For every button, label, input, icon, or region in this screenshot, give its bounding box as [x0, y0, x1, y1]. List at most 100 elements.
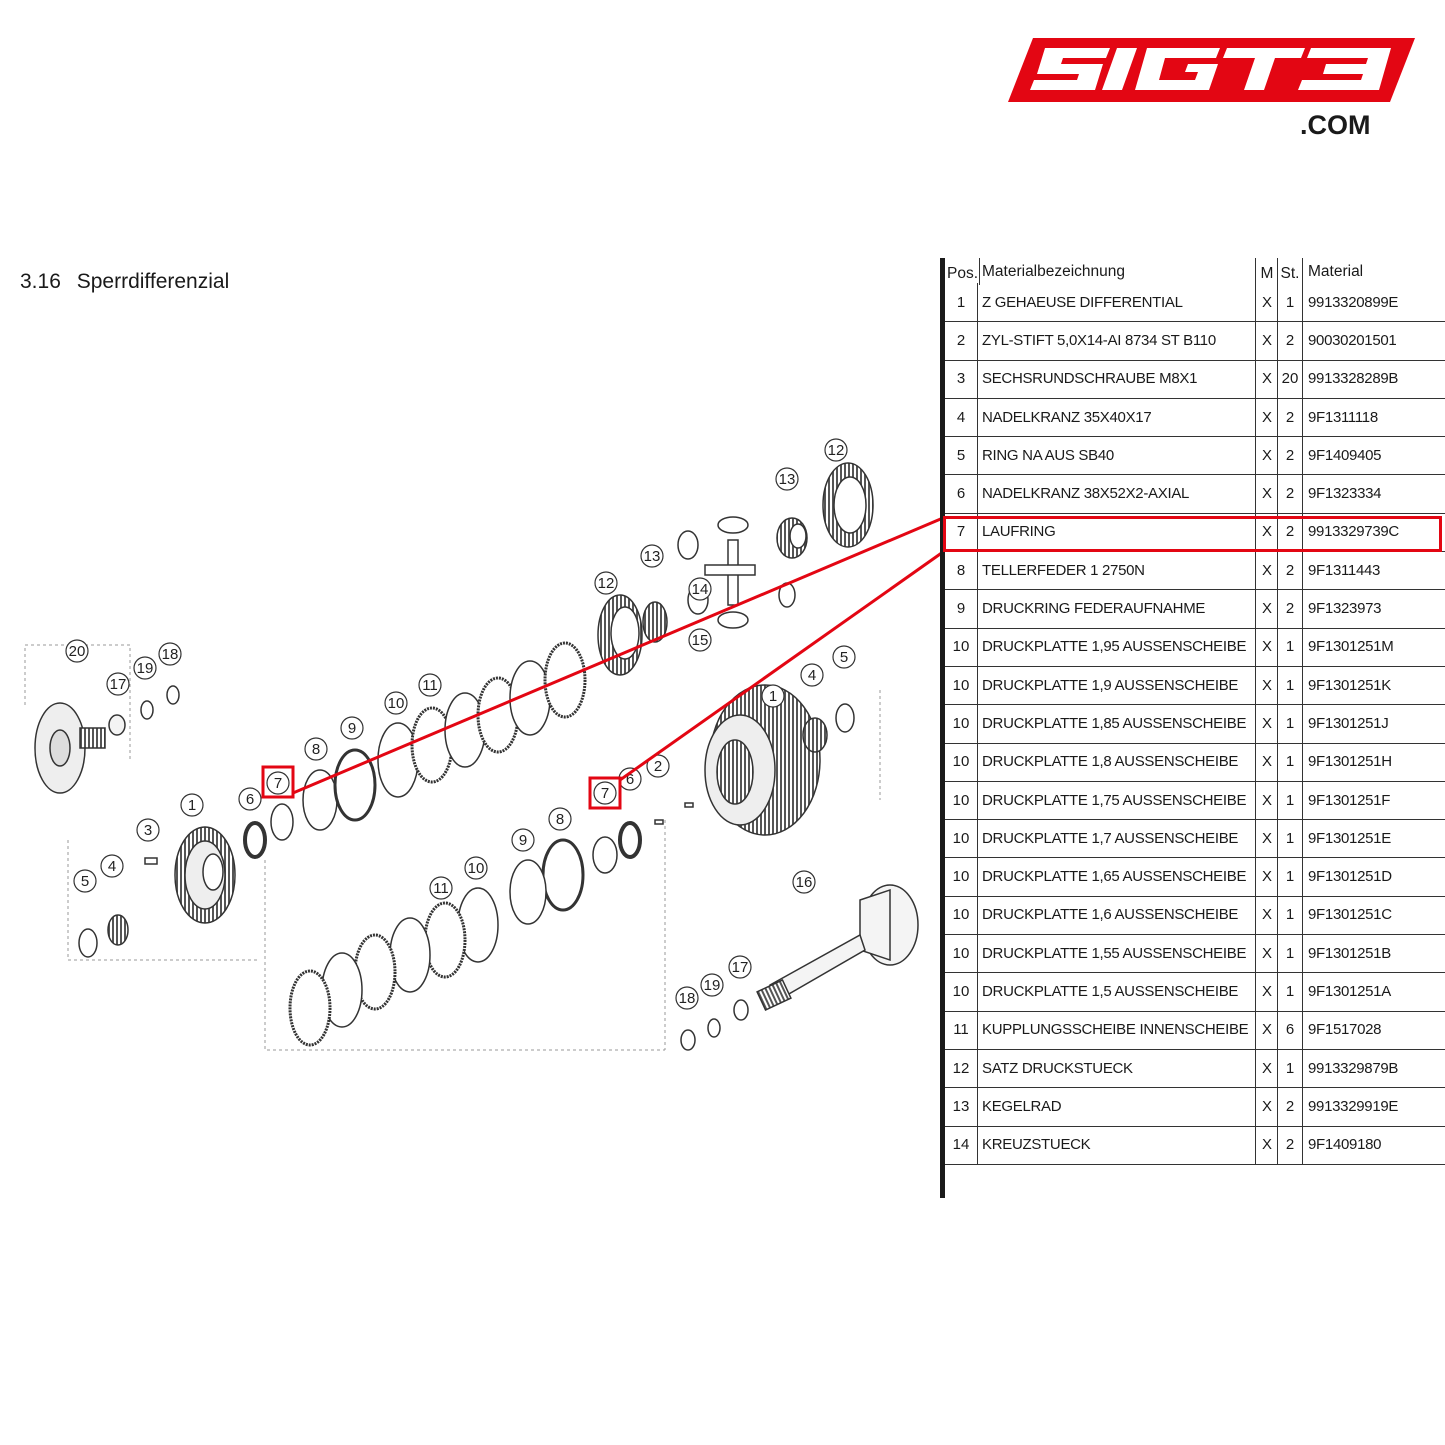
- cell-name: KREUZSTUECK: [978, 1125, 1256, 1164]
- svg-text:9: 9: [348, 720, 356, 737]
- svg-text:5: 5: [840, 649, 848, 666]
- cell-name: NADELKRANZ 35X40X17: [978, 397, 1256, 437]
- cell-m: X: [1257, 780, 1278, 820]
- cell-pos: 10: [945, 895, 978, 935]
- header-material: Material: [1308, 263, 1364, 280]
- header-m: M: [1257, 258, 1278, 285]
- callout-group: 20 17 19 18 1 3 4 5 6 7 8 9 10 11 12 13 …: [65, 438, 856, 1010]
- svg-text:7: 7: [274, 775, 282, 792]
- cell-name: KUPPLUNGSSCHEIBE INNENSCHEIBE: [978, 1010, 1256, 1049]
- svg-text:3: 3: [144, 822, 152, 839]
- cell-pos: 12: [945, 1049, 978, 1088]
- cell-st: 1: [1278, 1049, 1303, 1088]
- part-4-needle-cage: [107, 914, 129, 946]
- cell-st: 2: [1278, 321, 1303, 360]
- svg-text:17: 17: [110, 676, 127, 693]
- cell-material: 9F1517028: [1308, 1021, 1382, 1039]
- cell-st: 1: [1278, 742, 1303, 781]
- cell-material: 9913320899E: [1308, 293, 1399, 311]
- cell-material: 9F1301251A: [1308, 983, 1391, 1001]
- part-13-bevel-gear: [642, 601, 668, 643]
- part-5-ring: [78, 928, 98, 958]
- cell-name: NADELKRANZ 38X52X2-AXIAL: [978, 474, 1256, 513]
- cell-st: 6: [1278, 1010, 1303, 1049]
- header-pos: Pos.: [945, 258, 980, 285]
- cell-name: TELLERFEDER 1 2750N: [978, 551, 1256, 590]
- cell-pos: 9: [945, 589, 978, 628]
- svg-text:5: 5: [81, 873, 89, 890]
- cell-material: 9F1301251J: [1308, 714, 1389, 732]
- svg-text:17: 17: [732, 959, 749, 976]
- cell-m: X: [1257, 436, 1278, 475]
- svg-text:20: 20: [69, 643, 86, 660]
- cell-name: DRUCKPLATTE 1,75 AUSSENSCHEIBE: [978, 780, 1256, 820]
- cell-pos: 8: [945, 551, 978, 590]
- cell-m: X: [1257, 1087, 1278, 1126]
- cell-pos: 2: [945, 321, 978, 360]
- cell-m: X: [1257, 742, 1278, 781]
- cell-name: DRUCKPLATTE 1,7 AUSSENSCHEIBE: [978, 819, 1256, 858]
- cell-pos: 6: [945, 474, 978, 513]
- svg-text:13: 13: [644, 548, 661, 565]
- svg-text:9: 9: [519, 832, 527, 849]
- cell-m: X: [1257, 1125, 1278, 1164]
- cell-material: 9F1301251C: [1308, 906, 1392, 924]
- cell-material: 9F1409180: [1308, 1136, 1382, 1154]
- cell-pos: 5: [945, 436, 978, 475]
- cell-st: 20: [1278, 359, 1303, 398]
- cell-name: DRUCKPLATTE 1,5 AUSSENSCHEIBE: [978, 972, 1256, 1011]
- cell-name: KEGELRAD: [978, 1087, 1256, 1126]
- cell-material: 9F1323973: [1308, 600, 1382, 618]
- svg-text:4: 4: [108, 858, 116, 875]
- svg-text:15: 15: [692, 632, 709, 649]
- cell-name: Z GEHAEUSE DIFFERENTIAL: [978, 283, 1256, 322]
- cell-m: X: [1257, 819, 1278, 858]
- cell-m: X: [1257, 934, 1278, 973]
- cell-pos: 13: [945, 1087, 978, 1126]
- cell-pos: 10: [945, 934, 978, 973]
- svg-text:16: 16: [796, 874, 813, 891]
- svg-text:18: 18: [162, 646, 179, 663]
- cell-m: X: [1257, 551, 1278, 590]
- brand-logo: [1008, 38, 1415, 102]
- part-1-housing-cover-left: [174, 826, 236, 924]
- cell-st: 1: [1278, 972, 1303, 1011]
- cell-name: DRUCKPLATTE 1,95 AUSSENSCHEIBE: [978, 627, 1256, 666]
- cell-material: 90030201501: [1308, 331, 1397, 349]
- cell-pos: 3: [945, 359, 978, 398]
- svg-text:7: 7: [601, 785, 609, 802]
- cell-m: X: [1257, 397, 1278, 437]
- svg-text:6: 6: [246, 791, 254, 808]
- svg-text:2: 2: [654, 758, 662, 775]
- cell-m: X: [1257, 857, 1278, 896]
- cell-material: 9F1301251D: [1308, 868, 1392, 886]
- cell-st: 1: [1278, 780, 1303, 820]
- cell-m: X: [1257, 589, 1278, 628]
- svg-text:8: 8: [312, 741, 320, 758]
- section-name: Sperrdifferenzial: [76, 270, 230, 293]
- cell-pos: 11: [945, 1010, 978, 1049]
